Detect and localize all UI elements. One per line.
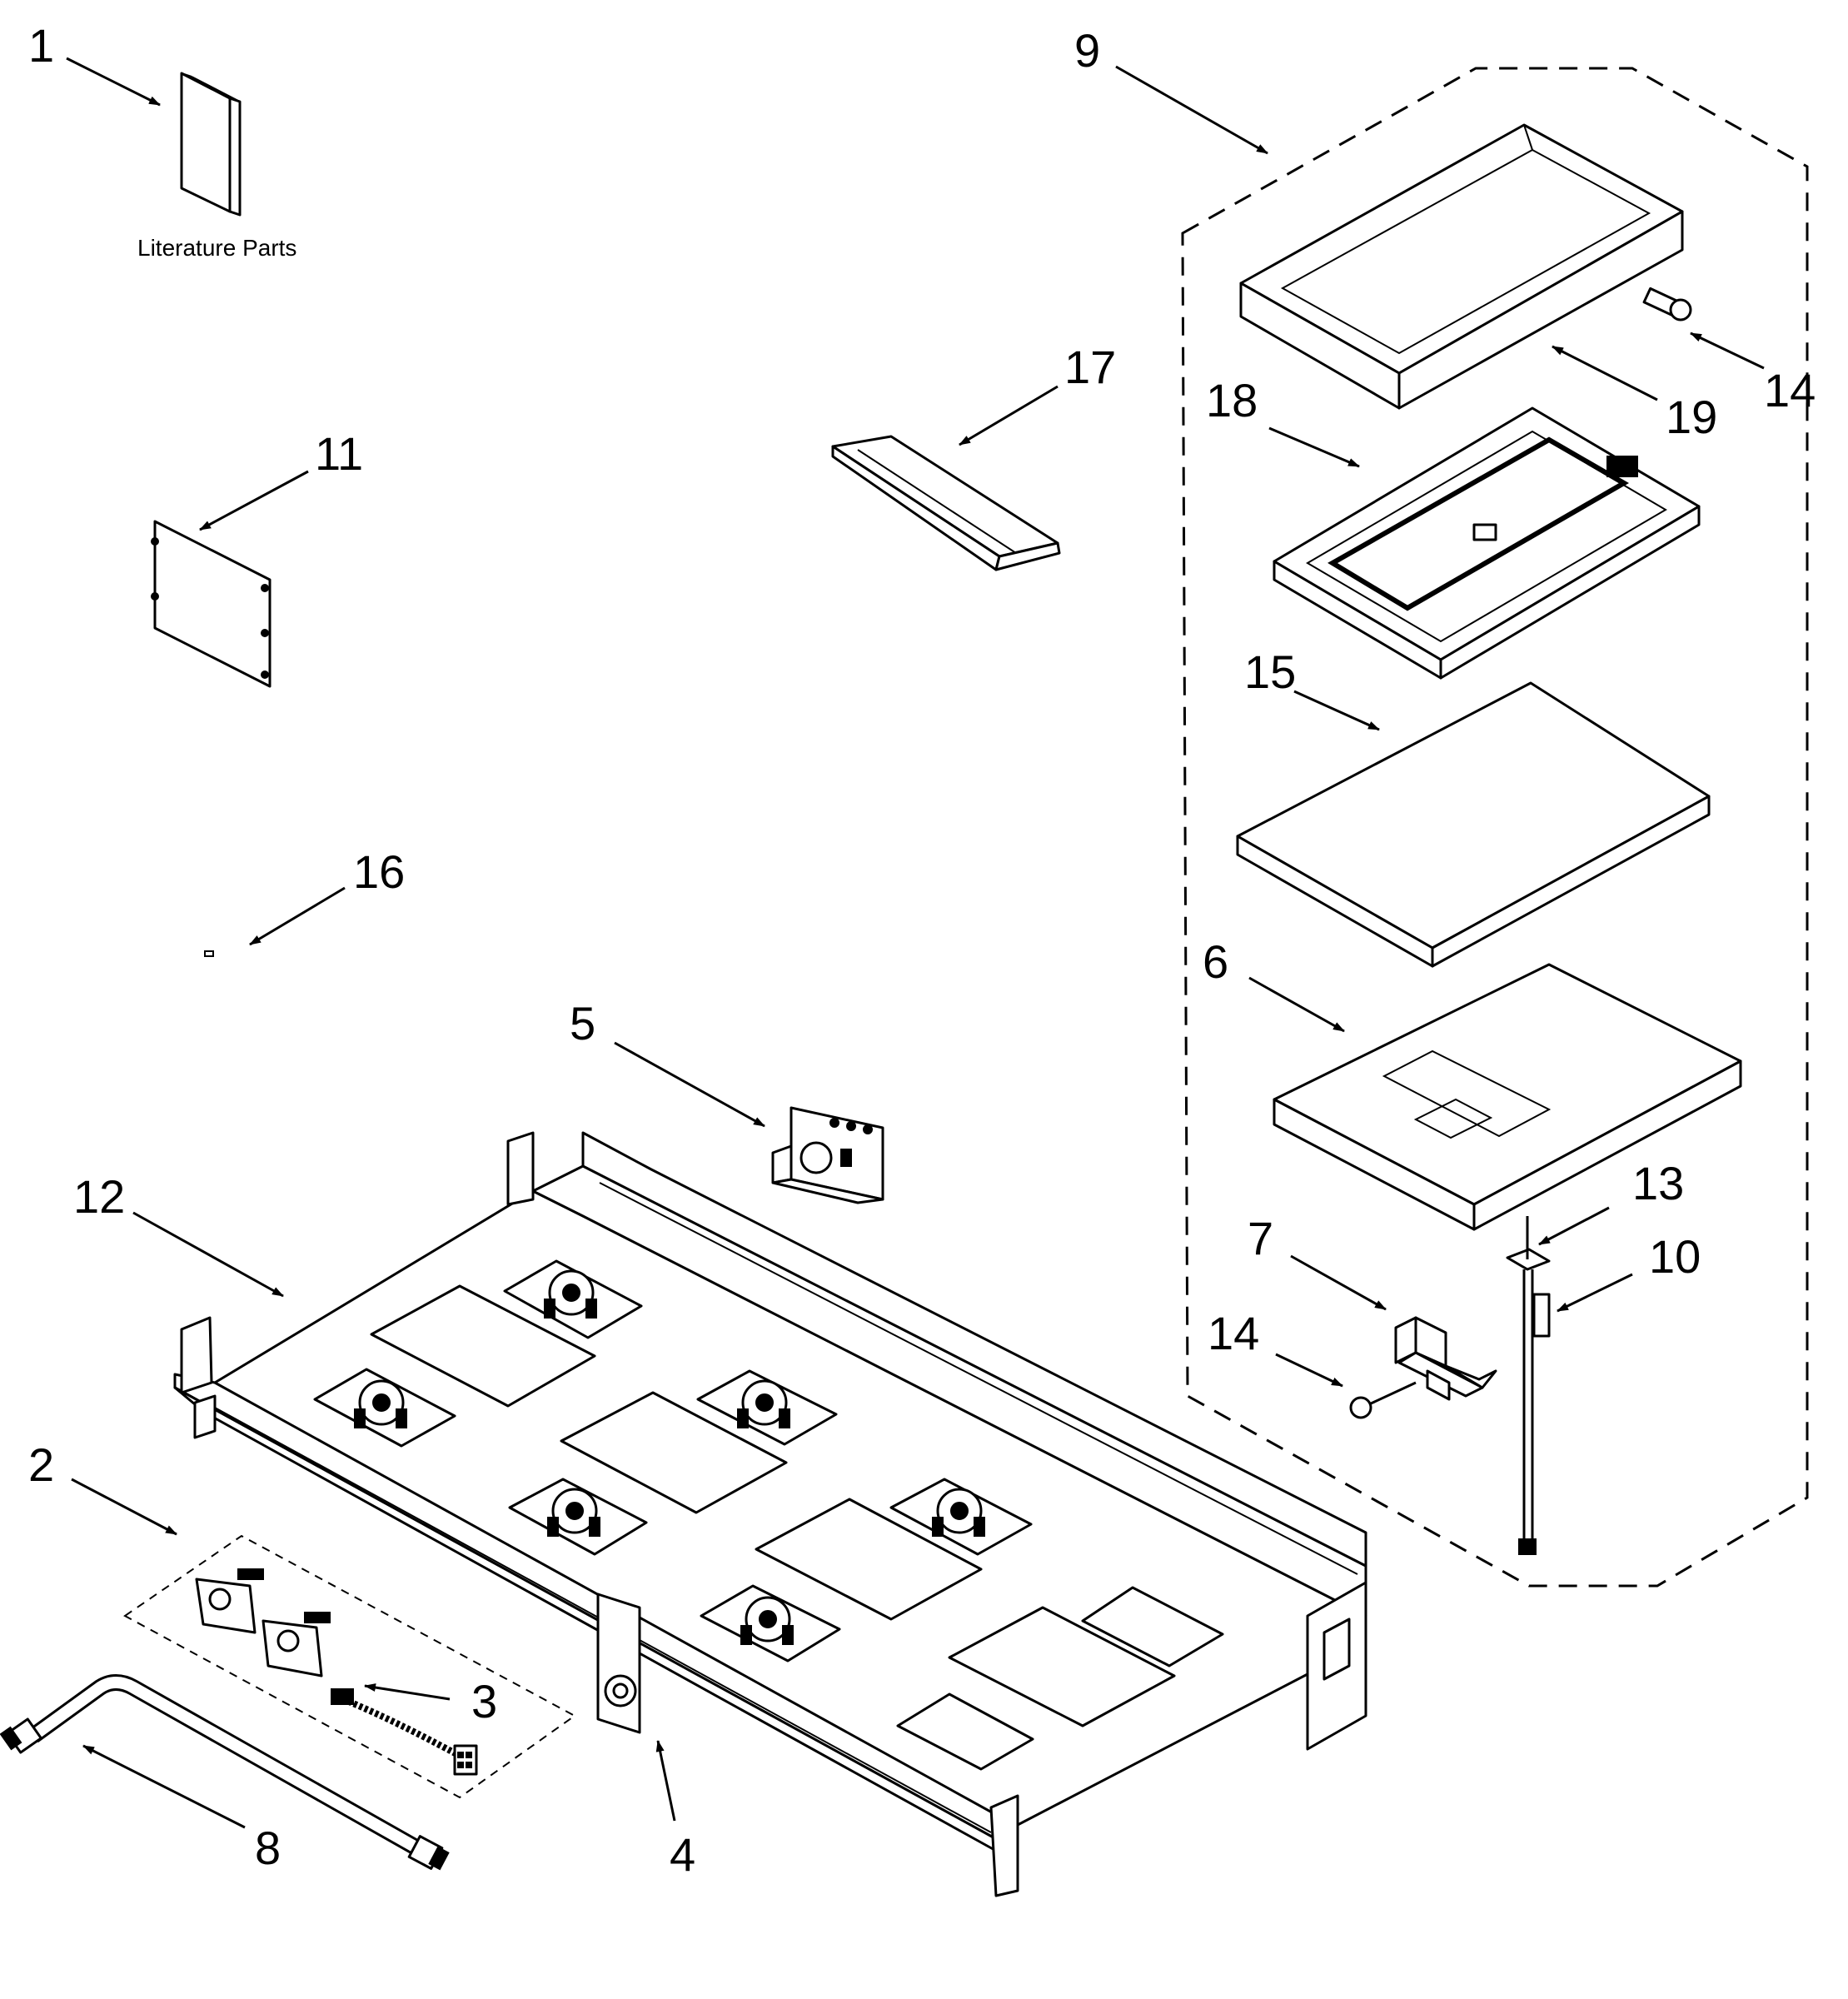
leader-17 <box>959 385 1058 446</box>
leader-2 <box>71 1478 177 1536</box>
leader-5 <box>614 1041 765 1128</box>
callout-4: 4 <box>670 1828 695 1881</box>
callout-2: 2 <box>28 1438 54 1491</box>
burner-head <box>932 1488 985 1537</box>
griddle-assembly-outline-part-9 <box>1181 67 1809 1588</box>
callout-10: 10 <box>1649 1230 1701 1283</box>
leader-16 <box>249 886 346 946</box>
callout-8: 8 <box>255 1822 281 1874</box>
griddle-plate-part-19 <box>1239 123 1684 410</box>
leader-6 <box>1248 976 1345 1033</box>
callout-11: 11 <box>315 427 363 480</box>
leader-19 <box>1552 345 1658 401</box>
base-pan-part-12 <box>173 1131 1367 1897</box>
burner-head <box>354 1379 407 1428</box>
burner-head <box>547 1488 600 1537</box>
leader-10 <box>1557 1273 1633 1313</box>
screw-part-14-bottom <box>1349 1381 1417 1419</box>
callout-15: 15 <box>1244 646 1296 698</box>
clip-part-16 <box>204 950 214 957</box>
probe-part-10 <box>1518 1269 1551 1555</box>
callout-7: 7 <box>1248 1212 1273 1264</box>
wire-harness-part-3 <box>341 1696 478 1776</box>
leader-12 <box>132 1211 284 1298</box>
switch-part-5 <box>771 1106 884 1204</box>
callout-6: 6 <box>1203 935 1228 988</box>
callout-12: 12 <box>73 1170 125 1223</box>
leader-8 <box>82 1744 246 1829</box>
leader-14-top <box>1690 332 1765 370</box>
callout-14-top: 14 <box>1764 364 1816 416</box>
panel-part-11 <box>151 520 271 688</box>
leader-3 <box>364 1683 451 1701</box>
burner-head <box>740 1596 794 1645</box>
leader-11 <box>199 470 309 531</box>
burner-head <box>544 1269 597 1319</box>
leader-9 <box>1115 65 1268 155</box>
gas-tube-part-8 <box>0 1674 450 1871</box>
leader-7 <box>1290 1254 1387 1311</box>
leader-14-bottom <box>1275 1353 1343 1388</box>
callout-17: 17 <box>1064 341 1116 393</box>
leader-15 <box>1293 690 1380 731</box>
callout-14-bottom: 14 <box>1208 1307 1259 1359</box>
element-frame-part-18 <box>1273 406 1701 680</box>
callout-3: 3 <box>471 1675 497 1727</box>
burner-head <box>737 1379 790 1428</box>
valve-assembly-part-2 <box>123 1534 576 1799</box>
literature-parts-label: Literature Parts <box>137 235 296 261</box>
callout-5: 5 <box>570 997 595 1049</box>
callout-19: 19 <box>1666 391 1717 443</box>
sensor-bracket-part-13 <box>1506 1216 1551 1271</box>
leader-4 <box>655 1740 676 1822</box>
lower-pan-part-6 <box>1273 963 1742 1231</box>
leader-18 <box>1268 426 1360 468</box>
screw-part-14-top <box>1642 287 1692 322</box>
callout-9: 9 <box>1074 24 1100 77</box>
callout-1: 1 <box>28 19 54 72</box>
literature-parts <box>180 72 242 217</box>
bracket-part-7 <box>1394 1316 1497 1401</box>
leader-1 <box>66 57 161 107</box>
leader-13 <box>1538 1206 1610 1246</box>
callout-16: 16 <box>353 845 405 898</box>
insulation-part-15 <box>1236 681 1711 968</box>
drip-tray-part-17 <box>831 435 1061 571</box>
callout-13: 13 <box>1632 1157 1684 1209</box>
callout-18: 18 <box>1206 374 1258 426</box>
